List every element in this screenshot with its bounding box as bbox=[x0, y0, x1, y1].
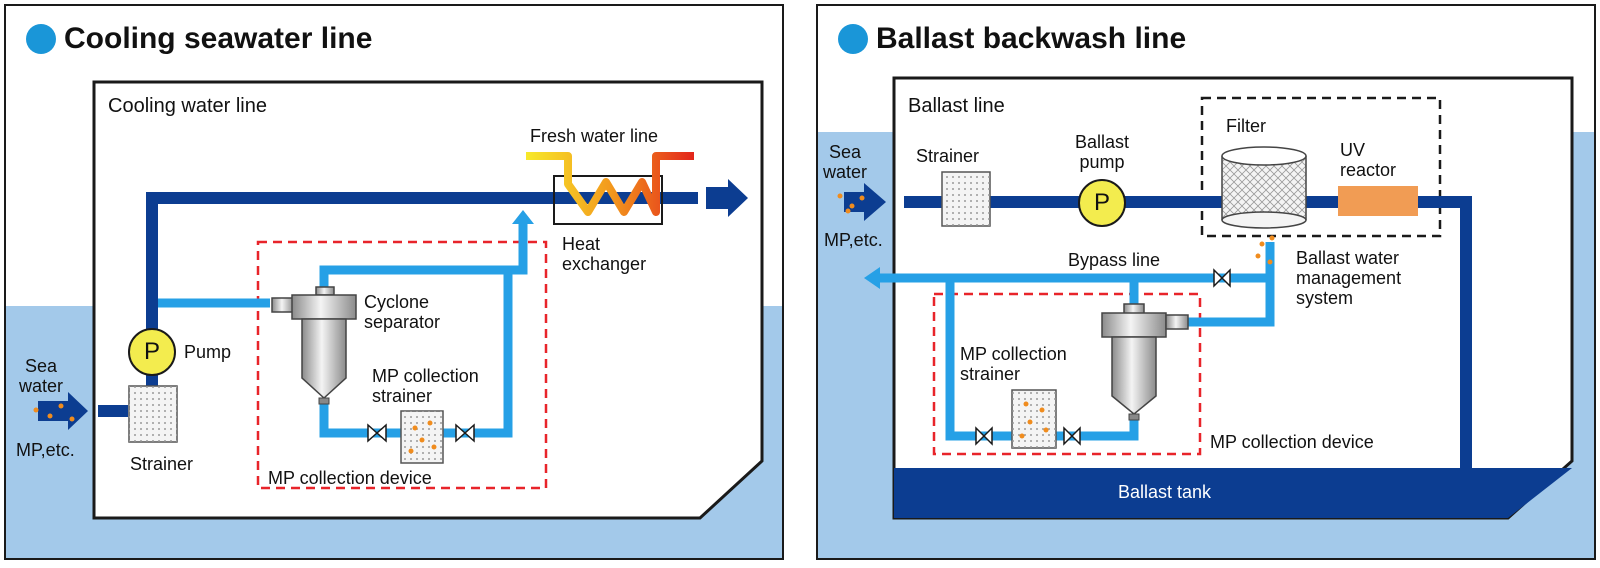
mp-device-label: MP collection device bbox=[268, 468, 432, 488]
cyclone-label: Cyclone separator bbox=[364, 292, 441, 332]
bwms-particles bbox=[1255, 235, 1275, 265]
sea-water-label: Sea water bbox=[18, 356, 63, 396]
bwms-box bbox=[1200, 96, 1442, 238]
heat-exchanger-box bbox=[553, 175, 663, 225]
sea-water-label: Sea water bbox=[822, 142, 867, 182]
mp-etc-label: MP,etc. bbox=[824, 230, 883, 250]
pump-symbol: P bbox=[143, 338, 160, 365]
hull-label: Ballast line bbox=[908, 95, 1005, 117]
inlet-arrow bbox=[38, 392, 88, 430]
cyclone-separator bbox=[271, 286, 357, 405]
strainer-label: Strainer bbox=[130, 454, 194, 474]
title-bullet bbox=[26, 24, 56, 54]
fresh-water-label: Fresh water line bbox=[530, 126, 659, 146]
ballast-pump-label: Ballast pump bbox=[1074, 132, 1130, 172]
ballast-pump bbox=[1078, 179, 1126, 227]
title-text: Cooling seawater line bbox=[64, 22, 373, 55]
bypass-outlet-arrow bbox=[864, 267, 880, 289]
strainer-particles bbox=[1019, 401, 1049, 439]
ballast-diagram bbox=[818, 76, 1594, 558]
cooling-seawater-panel: Cooling seawater line Cooling water line… bbox=[4, 4, 784, 560]
pump-label: Pump bbox=[184, 342, 232, 362]
mp-etc-label: MP,etc. bbox=[16, 440, 75, 460]
filter bbox=[1221, 146, 1307, 229]
inlet-particles bbox=[837, 193, 865, 214]
pump bbox=[128, 328, 176, 376]
valve-left bbox=[367, 423, 387, 443]
inlet-particles bbox=[33, 403, 75, 422]
panel-title: Ballast backwash line bbox=[838, 22, 1186, 56]
mp-strainer-label: MP collection strainer bbox=[372, 366, 479, 406]
hull-label: Cooling water line bbox=[108, 95, 267, 117]
valve-right bbox=[1063, 426, 1081, 446]
ballast-backwash-panel: Ballast backwash line Ballast line Sea w… bbox=[816, 4, 1596, 560]
uv-reactor-label: UV reactor bbox=[1340, 140, 1397, 180]
mp-collection-device-box bbox=[256, 240, 548, 490]
dark-pipes bbox=[98, 192, 698, 417]
bypass-valve bbox=[1213, 268, 1231, 288]
strainer-particles bbox=[408, 420, 437, 454]
uv-reactor bbox=[1338, 186, 1418, 216]
strainer-label: Strainer bbox=[916, 146, 980, 166]
ship-hull bbox=[92, 80, 764, 520]
bwms-label: Ballast water management system bbox=[1296, 248, 1402, 308]
mp-device-label: MP collection device bbox=[1210, 432, 1374, 452]
tank-label: Ballast tank bbox=[1118, 482, 1212, 502]
title-text: Ballast backwash line bbox=[876, 22, 1187, 55]
fresh-water-line bbox=[526, 152, 694, 216]
title-bullet bbox=[838, 24, 868, 54]
panel-title: Cooling seawater line bbox=[26, 22, 372, 56]
mp-strainer-label: MP collection strainer bbox=[960, 344, 1067, 384]
bypass-label: Bypass line bbox=[1068, 250, 1161, 270]
ballast-tank bbox=[894, 468, 1572, 518]
cooling-diagram bbox=[6, 80, 782, 558]
valve-right bbox=[455, 423, 475, 443]
cyclone-separator bbox=[1101, 303, 1189, 421]
inlet-arrow bbox=[844, 183, 886, 221]
mp-collection-device-box bbox=[932, 292, 1202, 456]
valve-left bbox=[975, 426, 993, 446]
heat-exchanger-label: Heat exchanger bbox=[562, 234, 647, 274]
return-arrow-up bbox=[512, 210, 534, 224]
outlet-arrow bbox=[706, 179, 748, 217]
pump-symbol: P bbox=[1093, 189, 1110, 216]
filter-label: Filter bbox=[1226, 116, 1266, 136]
